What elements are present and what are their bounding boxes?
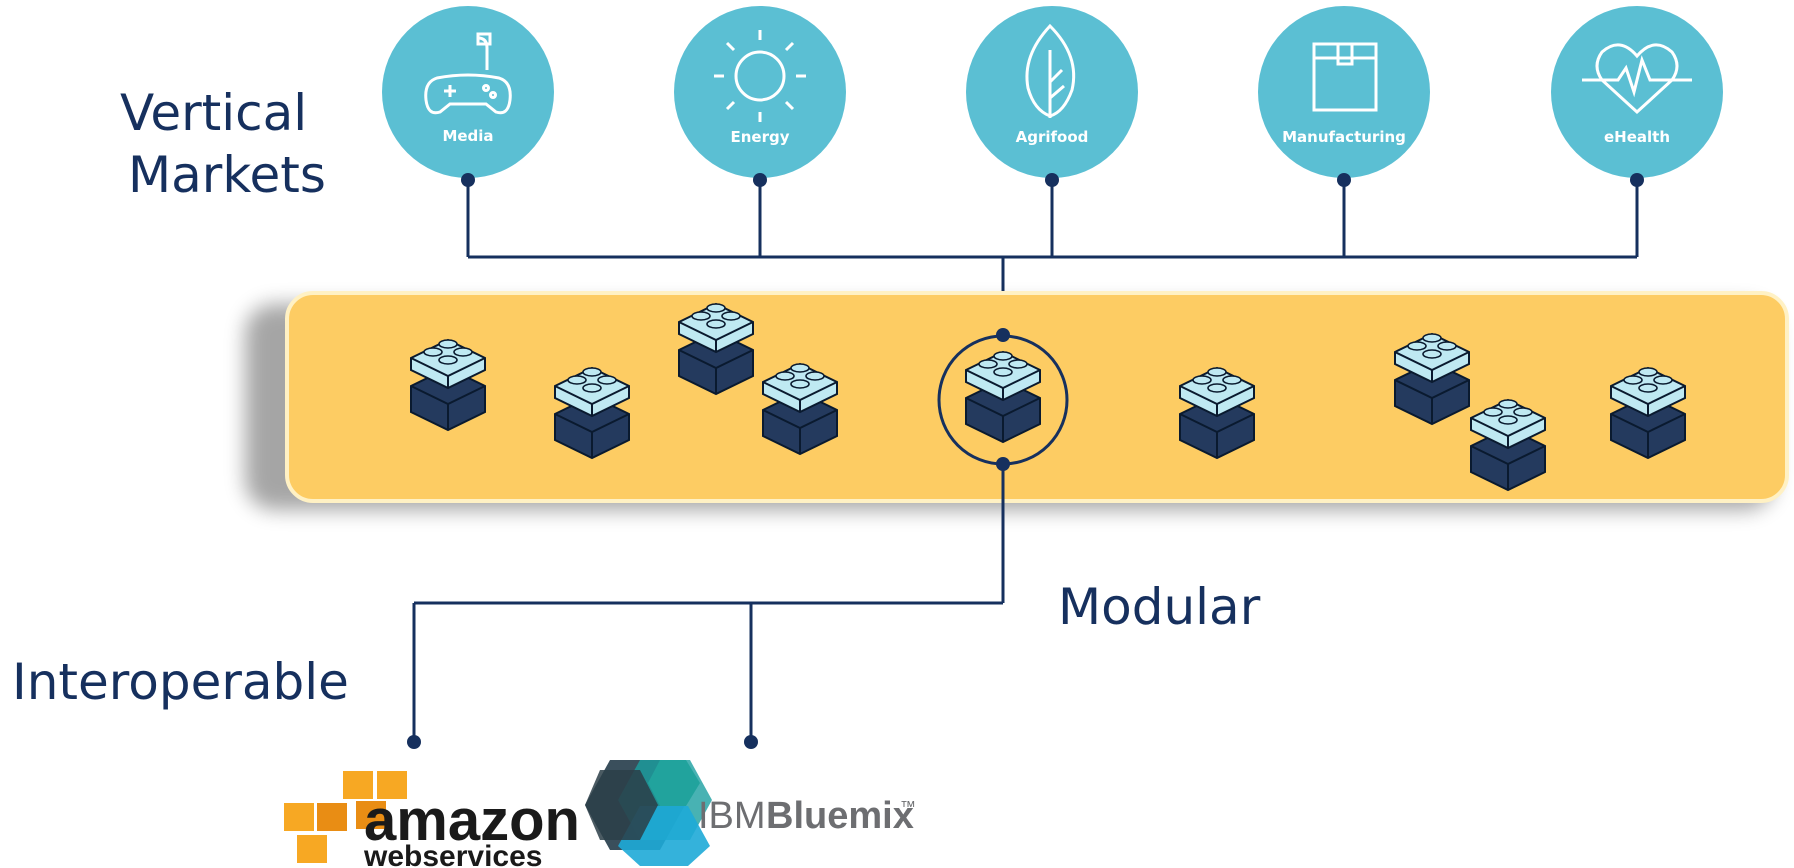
market-label: Manufacturing (1282, 128, 1406, 146)
market-media: Media (382, 6, 554, 178)
vertical-markets-heading: Vertical Markets (120, 82, 326, 206)
connector-dots (461, 173, 1644, 187)
brick-module (1470, 399, 1546, 491)
aws-cubes-icon (282, 769, 409, 865)
platform-connectors (412, 464, 1005, 742)
aws-wordmark: amazon (364, 788, 580, 853)
heading-line: Markets (128, 146, 326, 204)
brick-module (762, 363, 838, 455)
market-agrifood: Agrifood (966, 6, 1138, 178)
interoperable-heading: Interoperable (12, 653, 349, 711)
market-label: Media (442, 127, 493, 145)
brick-module (410, 339, 486, 431)
market-manufacturing: Manufacturing (1258, 6, 1430, 178)
market-label: Agrifood (1016, 128, 1089, 146)
brick-module (1394, 333, 1470, 425)
box-icon (1312, 42, 1378, 112)
bluemix-wordmark: Bluemix (766, 795, 914, 837)
market-ehealth: eHealth (1551, 6, 1723, 178)
gamepad-icon (424, 32, 512, 115)
heading-line: Vertical (120, 84, 308, 142)
brick-module (1610, 367, 1686, 459)
ibm-bluemix-logo: IBM Bluemix ™ (585, 760, 916, 866)
heart-pulse-icon (1582, 43, 1692, 115)
market-label: Energy (730, 128, 789, 146)
brick-module (1179, 367, 1255, 459)
brick-module (678, 303, 754, 395)
market-label: eHealth (1604, 128, 1670, 146)
ibm-wordmark: IBM (698, 795, 766, 837)
aws-subtitle: webservices (363, 840, 542, 868)
leaf-icon (1025, 23, 1076, 118)
aws-logo: amazon webservices (282, 769, 580, 868)
trademark-symbol: ™ (900, 799, 916, 816)
modular-heading: Modular (1058, 578, 1261, 636)
market-connectors (466, 180, 1639, 335)
market-energy: Energy (674, 6, 846, 178)
platform-dots (407, 735, 758, 749)
bluemix-hexagon-icon (585, 760, 712, 866)
brick-module-core (965, 351, 1041, 443)
brick-module (554, 367, 630, 459)
sun-icon (714, 30, 806, 122)
